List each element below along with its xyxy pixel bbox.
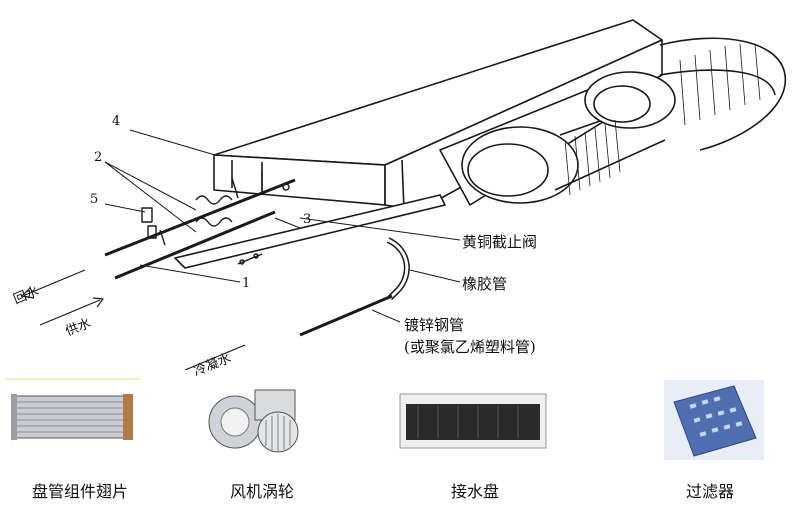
callout-4: 4 [112, 114, 121, 129]
coil-image [5, 378, 140, 440]
flow-arrows [21, 269, 246, 370]
return-pipe [104, 178, 296, 257]
fan-coil-unit-drawing [21, 19, 786, 370]
fan-image [208, 389, 299, 453]
drain-tray [174, 194, 446, 269]
caption-tray: 接水盘 [450, 482, 499, 501]
fan-housing-far [584, 37, 786, 151]
label-brass-valve: 黄铜截止阀 [462, 233, 538, 251]
caption-coil: 盘管组件翅片 [31, 482, 128, 501]
caption-fan: 风机涡轮 [229, 482, 294, 501]
condensate-pipe [299, 294, 393, 337]
valve-fittings [141, 170, 290, 265]
tray-image [399, 393, 547, 449]
callout-1: 1 [242, 276, 251, 291]
callout-3: 3 [303, 212, 312, 227]
leader-lines [104, 129, 461, 323]
supply-pipe [114, 210, 276, 280]
filter-image [664, 380, 764, 460]
label-galv-pipe: 镀锌钢管 [404, 316, 465, 334]
callout-5: 5 [90, 192, 99, 207]
caption-filter: 过滤器 [685, 482, 734, 501]
fan-hatching [564, 43, 761, 196]
label-rubber-hose: 橡胶管 [462, 275, 508, 293]
label-pvc-pipe: (或聚氯乙烯塑料管) [404, 338, 536, 356]
callout-2: 2 [94, 150, 103, 165]
